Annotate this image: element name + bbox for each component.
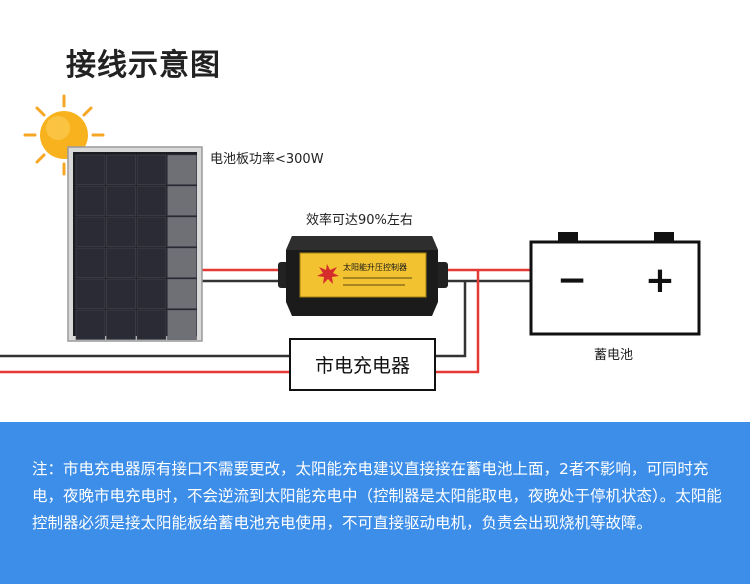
controller-face-label: 太阳能升压控制器 [343,262,407,272]
panel-cell [136,154,167,185]
panel-cell [167,185,197,216]
panel-cell [106,309,136,340]
wiring-diagram: 太阳能升压控制器 − + [0,94,701,374]
panel-cell [167,216,197,247]
wire-charger-positive [436,270,480,374]
panel-cell [75,216,106,247]
battery-label: 蓄电池 [594,348,634,363]
mains-charger-box: 市电充电器 [289,338,436,391]
panel-cell [75,278,106,309]
panel-cell [167,154,197,185]
solar-panel [67,146,203,342]
panel-cell [106,247,136,278]
panel-cell [136,278,167,309]
note-text: 注：市电充电器原有接口不需要更改，太阳能充电建议直接接在蓄电池上面，2者不影响，… [32,460,722,532]
panel-cell [75,154,106,185]
panel-cell [106,216,136,247]
note-panel [0,422,750,584]
battery-positive-terminal: + [645,260,675,301]
panel-cell [167,278,197,309]
mains-charger-label: 市电充电器 [314,355,410,377]
panel-cell [106,278,136,309]
panel-cell [136,309,167,340]
controller-icon: 太阳能升压控制器 [278,236,448,316]
panel-cell [136,185,167,216]
diagram-title: 接线示意图 [66,48,221,83]
panel-cell [106,154,136,185]
panel-cell [106,185,136,216]
panel-cell [167,247,197,278]
panel-cell [75,247,106,278]
panel-cell [136,247,167,278]
panel-cell [136,216,167,247]
efficiency-label: 效率可达90%左右 [306,213,413,228]
panel-cell [75,309,106,340]
wire-charger-negative [436,281,467,358]
panel-power-label: 电池板功率<300W [210,152,324,167]
panel-cell [75,185,106,216]
battery-negative-terminal: − [557,260,587,301]
battery-icon: − + [529,232,701,336]
panel-cell [167,309,197,340]
